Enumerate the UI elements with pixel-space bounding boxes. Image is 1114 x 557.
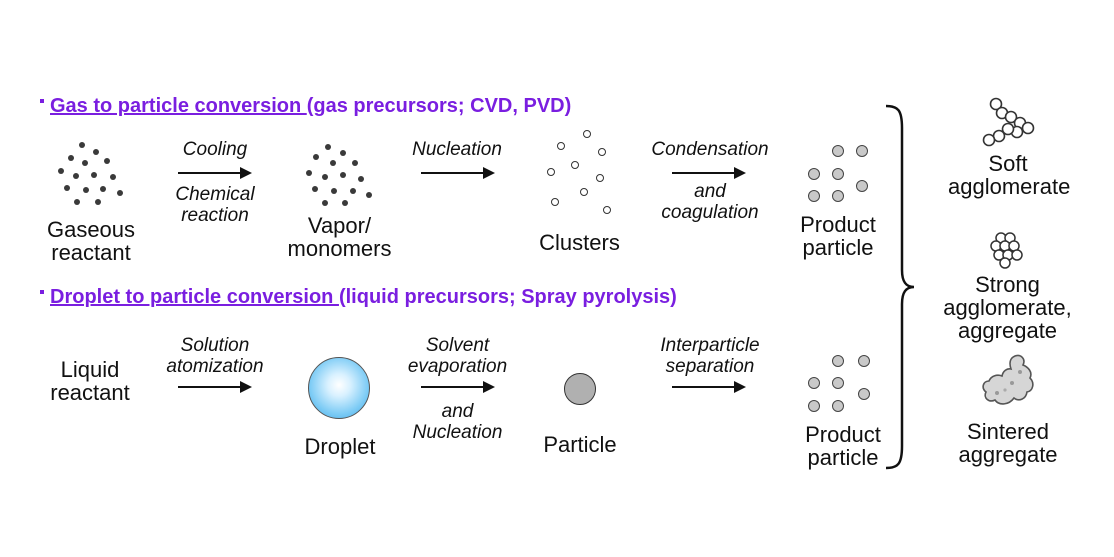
dot xyxy=(350,188,356,194)
droplet-header-rest: (liquid precursors; Spray pyrolysis) xyxy=(338,286,677,308)
dot xyxy=(358,176,364,182)
dot xyxy=(91,172,97,178)
particle-label: Particle xyxy=(543,432,617,457)
dot xyxy=(352,160,358,166)
gas-section-header: Gas to particle conversion (gas precurso… xyxy=(40,95,571,118)
dot xyxy=(331,188,337,194)
product-particle xyxy=(832,145,844,157)
and-coagulation-label: and coagulation xyxy=(661,181,759,223)
liquid-reactant-label: Liquid reactant xyxy=(50,357,130,406)
dot xyxy=(68,155,74,161)
condensation-arrow xyxy=(672,167,746,179)
product-particle xyxy=(856,180,868,192)
strong-agglomerate-icon xyxy=(990,232,1023,269)
cluster xyxy=(580,188,588,196)
droplet-section-header: Droplet to particle conversion (liquid p… xyxy=(40,286,677,309)
dot xyxy=(366,192,372,198)
product-particle xyxy=(856,145,868,157)
product-particle xyxy=(858,355,870,367)
droplet-label: Droplet xyxy=(304,434,376,459)
nucleation-arrow xyxy=(421,167,495,179)
chemical-reaction-label: Chemical reaction xyxy=(175,184,255,226)
interparticle-separation-label: Interparticle separation xyxy=(660,335,760,377)
dot xyxy=(306,170,312,176)
curly-brace xyxy=(885,104,915,470)
dot xyxy=(79,142,85,148)
dot xyxy=(83,187,89,193)
dot xyxy=(342,200,348,206)
product-particle xyxy=(808,190,820,202)
product-particle xyxy=(808,377,820,389)
dot xyxy=(312,186,318,192)
solvent-evaporation-label: Solvent evaporation xyxy=(407,335,508,377)
condensation-label: Condensation xyxy=(651,139,769,160)
cluster xyxy=(598,148,606,156)
droplet-product-particle-label: Product particle xyxy=(805,422,881,471)
sintered-aggregate-icon xyxy=(982,354,1034,405)
dot xyxy=(93,149,99,155)
product-particle xyxy=(858,388,870,400)
cluster xyxy=(557,142,565,150)
dot xyxy=(313,154,319,160)
gaseous-reactant-label: Gaseous reactant xyxy=(46,217,136,266)
cluster xyxy=(571,161,579,169)
dot xyxy=(117,190,123,196)
dot xyxy=(104,158,110,164)
cluster xyxy=(551,198,559,206)
droplet-sphere xyxy=(308,357,370,419)
dot xyxy=(322,174,328,180)
dot xyxy=(73,173,79,179)
separation-arrow xyxy=(672,381,746,393)
product-particle xyxy=(832,377,844,389)
and-nucleation-label: and Nucleation xyxy=(412,401,503,443)
dot xyxy=(100,186,106,192)
clusters-label: Clusters xyxy=(539,230,620,255)
dot xyxy=(64,185,70,191)
nucleation-label: Nucleation xyxy=(412,139,502,160)
dot xyxy=(340,150,346,156)
bullet-icon xyxy=(40,289,44,294)
gas-header-main: Gas to particle conversion xyxy=(50,95,307,117)
dot xyxy=(74,199,80,205)
dot xyxy=(58,168,64,174)
dot xyxy=(110,174,116,180)
dot xyxy=(95,199,101,205)
product-particle xyxy=(832,400,844,412)
soft-agglomerate-label: Soft agglomerate xyxy=(948,151,1071,200)
strong-agglomerate-label: Strong agglomerate, aggregate xyxy=(943,272,1072,344)
cluster xyxy=(583,130,591,138)
bullet-icon xyxy=(40,98,44,103)
product-particle xyxy=(808,400,820,412)
soft-agglomerate-icon xyxy=(982,97,1035,147)
product-particle xyxy=(832,355,844,367)
gas-product-particle-label: Product particle xyxy=(800,212,876,261)
product-particle xyxy=(832,190,844,202)
atomization-arrow xyxy=(178,381,252,393)
particle-sphere xyxy=(564,373,596,405)
dot xyxy=(340,172,346,178)
sintered-aggregate-label: Sintered aggregate xyxy=(958,419,1058,468)
cooling-label: Cooling xyxy=(182,139,248,160)
cluster xyxy=(603,206,611,214)
cluster xyxy=(547,168,555,176)
gas-header-rest: (gas precursors; CVD, PVD) xyxy=(306,95,572,117)
cluster xyxy=(596,174,604,182)
vapor-monomers-label: Vapor/ monomers xyxy=(287,213,392,262)
product-particle xyxy=(832,168,844,180)
evaporation-arrow xyxy=(421,381,495,393)
dot xyxy=(330,160,336,166)
droplet-header-main: Droplet to particle conversion xyxy=(50,286,339,308)
dot xyxy=(325,144,331,150)
solution-atomization-label: Solution atomization xyxy=(166,335,264,377)
product-particle xyxy=(808,168,820,180)
dot xyxy=(82,160,88,166)
dot xyxy=(322,200,328,206)
cooling-arrow xyxy=(178,167,252,179)
